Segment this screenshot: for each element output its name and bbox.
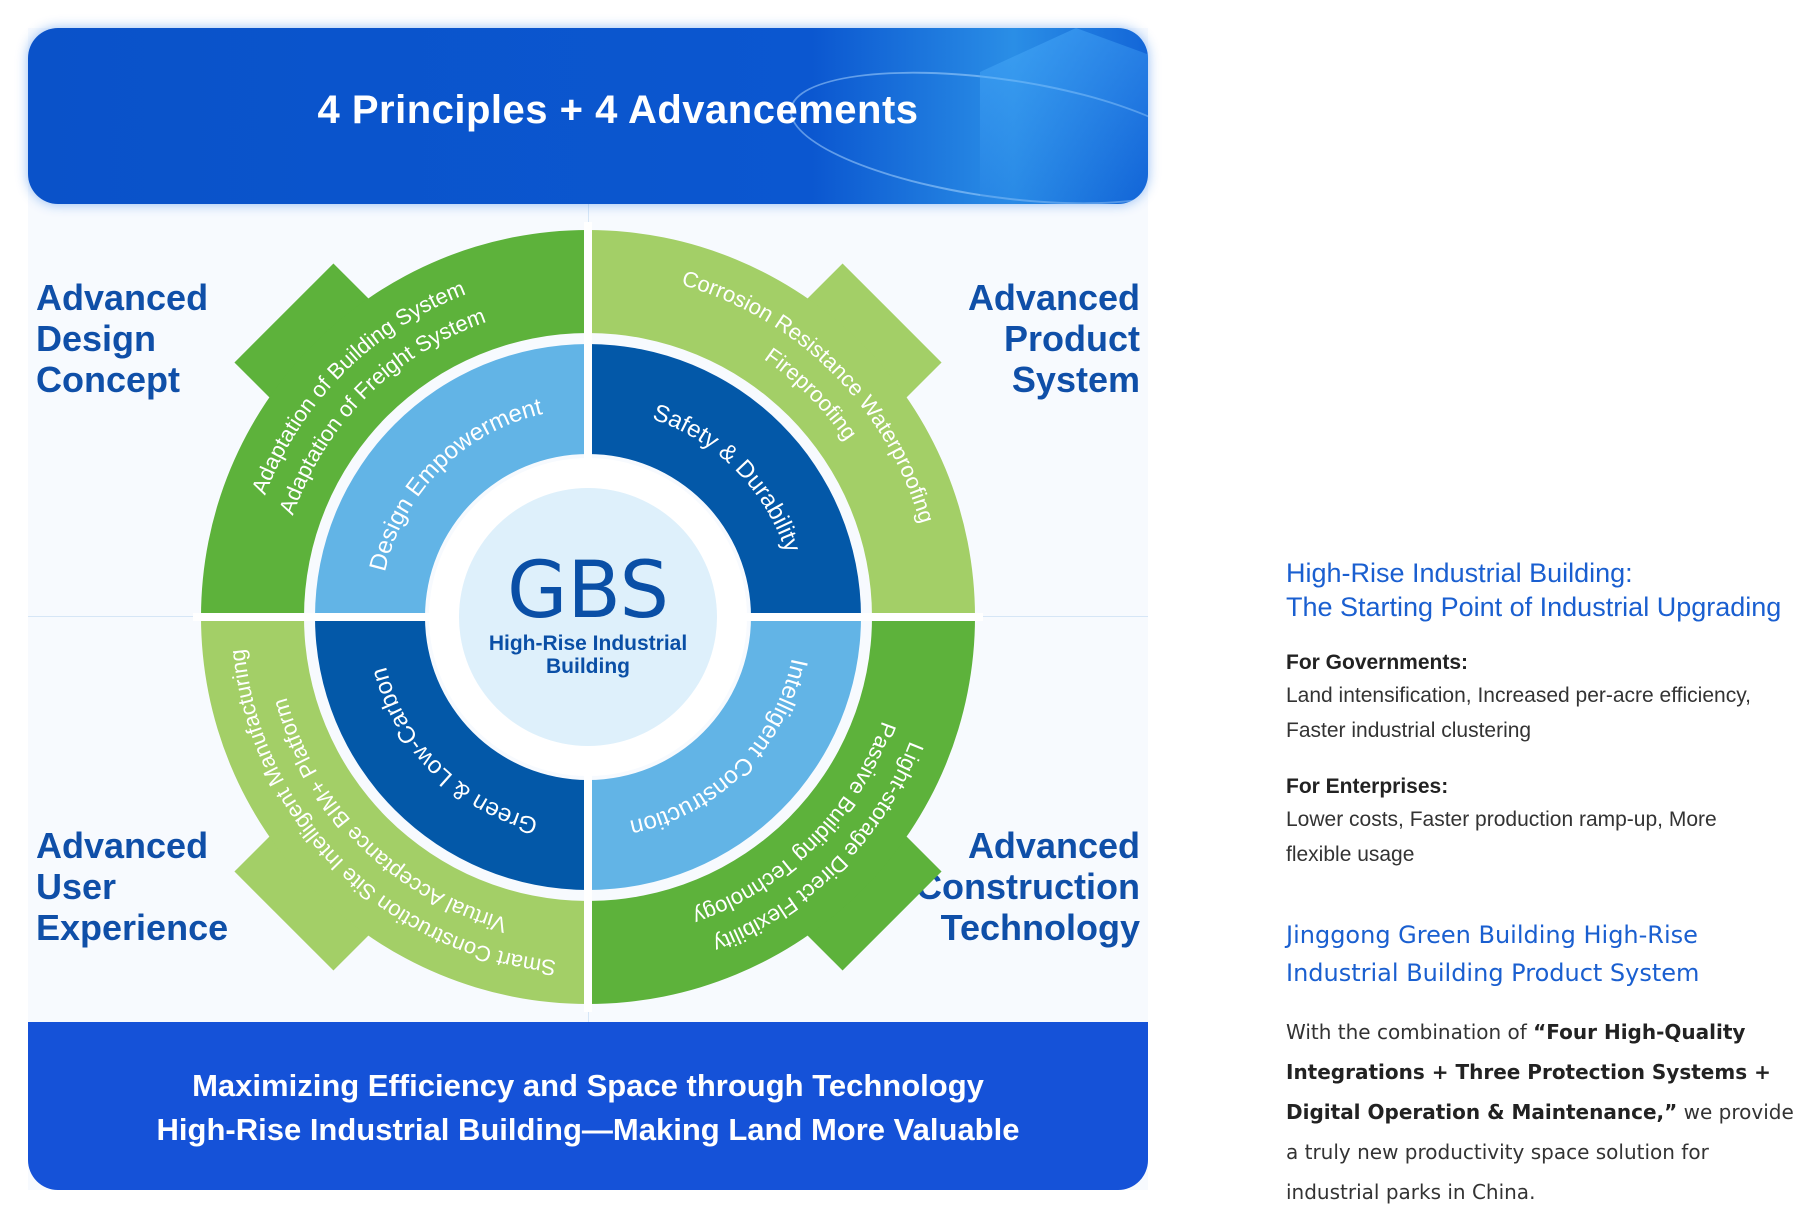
- label-line: System: [1011, 359, 1140, 400]
- center-disc: [459, 488, 717, 746]
- enterprises-label: For Enterprises:: [1286, 775, 1449, 798]
- inner-ring-segment-tr: [588, 344, 861, 617]
- governments-text: Land intensification, Increased per-acre…: [1286, 678, 1800, 748]
- footer-line-2: High-Rise Industrial Building—Making Lan…: [156, 1112, 1020, 1147]
- outer-ring-segment-br: [588, 617, 975, 1004]
- para-prefix: With the combination of: [1286, 1020, 1534, 1044]
- header-banner: 4 Principles + 4 Advancements: [28, 28, 1148, 204]
- governments-label: For Governments:: [1286, 651, 1469, 674]
- label-line: Construction: [916, 866, 1140, 907]
- text-line: Lower costs, Faster production ramp-up, …: [1286, 808, 1717, 831]
- label-advanced-design-concept: Advanced Design Concept: [36, 277, 208, 400]
- label-line: Technology: [940, 907, 1140, 948]
- para-bold: “Four High-Quality Integrations + Three …: [1286, 1020, 1771, 1124]
- inner-ring-segment-br: [588, 617, 861, 890]
- heading-line: Industrial Building Product System: [1286, 959, 1700, 987]
- gbs-wheel: Adaptation of Building SystemAdaptation …: [201, 230, 975, 1004]
- heading-line: The Starting Point of Industrial Upgradi…: [1286, 592, 1782, 622]
- footer-line-1: Maximizing Efficiency and Space through …: [192, 1068, 984, 1103]
- inner-ring-segment-tl: [315, 344, 588, 617]
- footer-banner: Maximizing Efficiency and Space through …: [28, 1022, 1148, 1190]
- side-text: High-Rise Industrial Building: The Start…: [1286, 556, 1800, 1212]
- page-title: 4 Principles + 4 Advancements: [317, 88, 919, 132]
- label-line: Product: [1003, 318, 1140, 359]
- outer-ring-segment-tl: [201, 230, 588, 617]
- inner-ring-segment-bl: [315, 617, 588, 890]
- label-line: Design: [36, 318, 157, 359]
- text-line: Faster industrial clustering: [1286, 719, 1532, 742]
- label-line: User: [36, 866, 117, 907]
- label-line: Experience: [36, 907, 229, 948]
- outer-ring-segment-tr: [588, 230, 975, 617]
- wheel-center-subtitle-2: Building: [546, 655, 630, 678]
- label-line: Advanced: [967, 277, 1140, 318]
- heading-line: High-Rise Industrial Building:: [1286, 558, 1633, 588]
- label-line: Concept: [36, 359, 180, 400]
- enterprises-text: Lower costs, Faster production ramp-up, …: [1286, 802, 1800, 872]
- label-advanced-product-system: Advanced Product System: [968, 277, 1140, 400]
- product-system-paragraph: With the combination of “Four High-Quali…: [1286, 1012, 1800, 1212]
- label-line: Advanced: [967, 825, 1140, 866]
- label-line: Advanced: [36, 277, 209, 318]
- text-line: flexible usage: [1286, 843, 1415, 866]
- heading-starting-point: High-Rise Industrial Building: The Start…: [1286, 556, 1800, 624]
- label-line: Advanced: [36, 825, 209, 866]
- heading-product-system: Jinggong Green Building High-Rise Indust…: [1286, 916, 1800, 992]
- wheel-center-subtitle-1: High-Rise Industrial: [489, 632, 687, 655]
- heading-line: Jinggong Green Building High-Rise: [1286, 921, 1698, 949]
- wheel-center-title: GBS: [507, 546, 669, 636]
- label-advanced-user-experience: Advanced User Experience: [36, 825, 228, 948]
- label-advanced-construction-technology: Advanced Construction Technology: [916, 825, 1140, 948]
- outer-ring-segment-bl: [201, 617, 588, 1004]
- text-line: Land intensification, Increased per-acre…: [1286, 684, 1751, 707]
